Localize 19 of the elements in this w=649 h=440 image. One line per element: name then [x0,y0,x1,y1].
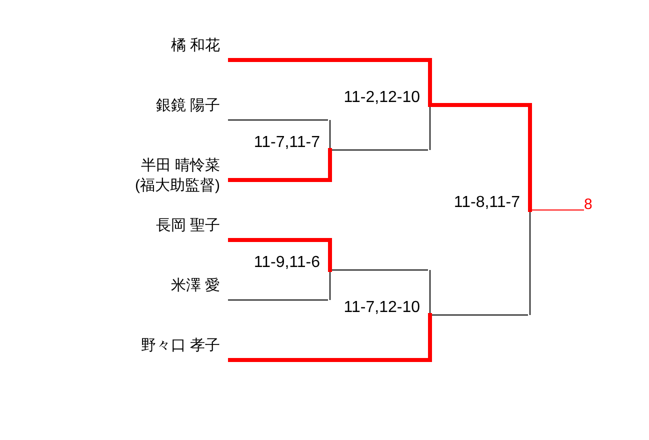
connector-line [228,238,328,242]
connector-line [432,314,528,316]
player-name: 野々口 孝子 [140,336,220,356]
player-name: 長岡 聖子 [154,216,220,236]
score-label: 11-7,12-10 [344,300,420,316]
player-name: 半田 晴怜菜 [140,156,220,176]
result-number: 8 [584,195,592,215]
connector-line [228,58,428,62]
score-label: 11-9,11-6 [254,255,320,271]
player-name: 米澤 愛 [170,276,220,296]
affiliation-text: (福大助監督) [134,176,220,196]
connector-line [432,103,528,107]
player-name: 銀鏡 陽子 [154,96,220,116]
connector-line [228,178,328,182]
score-label: 11-2,12-10 [344,90,420,106]
connector-line [228,358,428,362]
player-name: 橘 和花 [170,36,220,56]
score-label: 11-8,11-7 [454,195,520,211]
score-label: 11-7,11-7 [254,135,320,151]
